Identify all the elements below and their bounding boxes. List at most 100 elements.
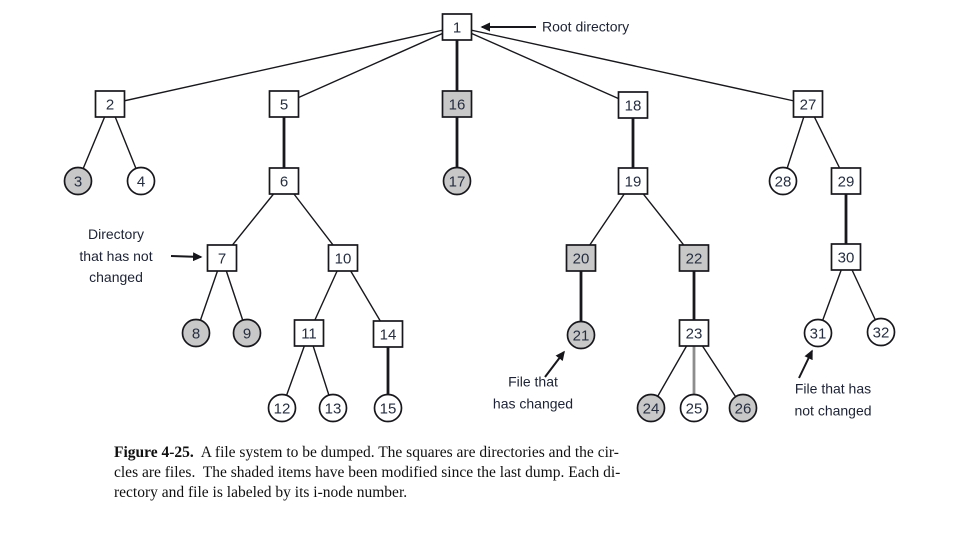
node-label-16: 16 — [449, 96, 466, 113]
node-label-27: 27 — [800, 96, 817, 113]
directory-shape-22 — [678, 244, 710, 272]
label-file-that-has-not-changed-line: not changed — [794, 402, 872, 418]
node-label-9: 9 — [243, 325, 251, 342]
directory-shape-19 — [617, 167, 649, 195]
directory-node-29: 29 — [830, 167, 862, 195]
node-label-32: 32 — [873, 324, 890, 341]
file-shape-31 — [803, 318, 833, 348]
node-label-20: 20 — [573, 250, 590, 267]
file-shape-4 — [126, 166, 156, 196]
file-node-9: 9 — [232, 318, 262, 348]
file-node-21: 21 — [566, 320, 596, 350]
edge-1-2 — [109, 26, 458, 105]
file-shape-12 — [267, 393, 297, 423]
directory-node-6: 6 — [268, 167, 300, 195]
file-node-24: 24 — [636, 393, 666, 423]
directory-node-7: 7 — [206, 244, 238, 272]
file-shape-21 — [566, 320, 596, 350]
file-shape-26 — [728, 393, 758, 423]
file-node-13: 13 — [318, 393, 348, 423]
arrow-file-that-has-not-changed — [798, 349, 813, 379]
directory-shape-10 — [327, 244, 359, 272]
file-node-4: 4 — [126, 166, 156, 196]
directory-node-20: 20 — [565, 244, 597, 272]
file-shape-9 — [232, 318, 262, 348]
caption-line-1-text: A file system to be dumped. The squares … — [193, 444, 619, 461]
label-file-that-has-not-changed: File that has not changed — [794, 379, 871, 422]
file-shape-28 — [768, 166, 798, 196]
file-node-28: 28 — [768, 166, 798, 196]
node-label-4: 4 — [137, 173, 145, 190]
node-label-12: 12 — [274, 400, 291, 417]
node-label-14: 14 — [380, 326, 397, 343]
directory-shape-1 — [441, 13, 473, 41]
file-node-8: 8 — [181, 318, 211, 348]
directory-node-22: 22 — [678, 244, 710, 272]
node-label-21: 21 — [573, 327, 590, 344]
arrow-directory-that-has-not-changed — [170, 252, 203, 262]
directory-shape-20 — [565, 244, 597, 272]
edge-1-18 — [456, 26, 634, 106]
directory-node-18: 18 — [617, 91, 649, 119]
directory-shape-2 — [94, 90, 126, 118]
node-label-24: 24 — [643, 400, 660, 417]
node-label-19: 19 — [625, 173, 642, 190]
file-node-3: 3 — [63, 166, 93, 196]
label-directory-that-has-not-changed-line: that has not — [79, 247, 153, 264]
node-label-30: 30 — [838, 249, 855, 266]
directory-node-23: 23 — [678, 319, 710, 347]
file-node-26: 26 — [728, 393, 758, 423]
directory-shape-16 — [441, 90, 473, 118]
caption-line-2: cles are files. The shaded items have be… — [114, 464, 621, 481]
node-label-17: 17 — [449, 173, 466, 190]
edge-1-27 — [456, 26, 809, 105]
directory-node-2: 2 — [94, 90, 126, 118]
directory-shape-5 — [268, 90, 300, 118]
directory-node-14: 14 — [372, 320, 404, 348]
node-label-26: 26 — [735, 400, 752, 417]
file-node-17: 17 — [442, 166, 472, 196]
directory-shape-29 — [830, 167, 862, 195]
file-shape-24 — [636, 393, 666, 423]
label-root-directory-line: Root directory — [542, 18, 630, 35]
directory-shape-30 — [830, 243, 862, 271]
node-label-1: 1 — [453, 19, 461, 36]
directory-node-11: 11 — [293, 319, 325, 347]
node-label-5: 5 — [280, 96, 288, 113]
annotation-arrows — [170, 22, 813, 379]
node-label-8: 8 — [192, 325, 200, 342]
arrow-file-that-has-changed — [544, 350, 565, 378]
file-shape-17 — [442, 166, 472, 196]
file-shape-32 — [866, 317, 896, 347]
file-node-12: 12 — [267, 393, 297, 423]
label-file-that-has-changed-line: has changed — [492, 395, 574, 411]
node-label-13: 13 — [325, 400, 342, 417]
caption-line-3: rectory and file is labeled by its i-nod… — [114, 484, 408, 501]
directory-shape-18 — [617, 91, 649, 119]
node-label-7: 7 — [218, 250, 226, 267]
caption-line-1: Figure 4-25. A file system to be dumped.… — [114, 443, 859, 463]
node-label-3: 3 — [74, 173, 82, 190]
directory-shape-23 — [678, 319, 710, 347]
file-shape-25 — [679, 393, 709, 423]
file-node-31: 31 — [803, 318, 833, 348]
tree-edges — [77, 26, 882, 409]
node-label-11: 11 — [301, 325, 317, 342]
directory-node-10: 10 — [327, 244, 359, 272]
directory-node-27: 27 — [792, 90, 824, 118]
directory-shape-11 — [293, 319, 325, 347]
node-label-18: 18 — [625, 97, 642, 114]
label-file-that-has-not-changed-line: File that has — [794, 380, 872, 397]
file-shape-8 — [181, 318, 211, 348]
file-shape-15 — [373, 393, 403, 423]
node-label-6: 6 — [280, 173, 288, 190]
directory-node-30: 30 — [830, 243, 862, 271]
file-node-32: 32 — [866, 317, 896, 347]
file-node-15: 15 — [373, 393, 403, 423]
directory-node-1: 1 — [441, 13, 473, 41]
